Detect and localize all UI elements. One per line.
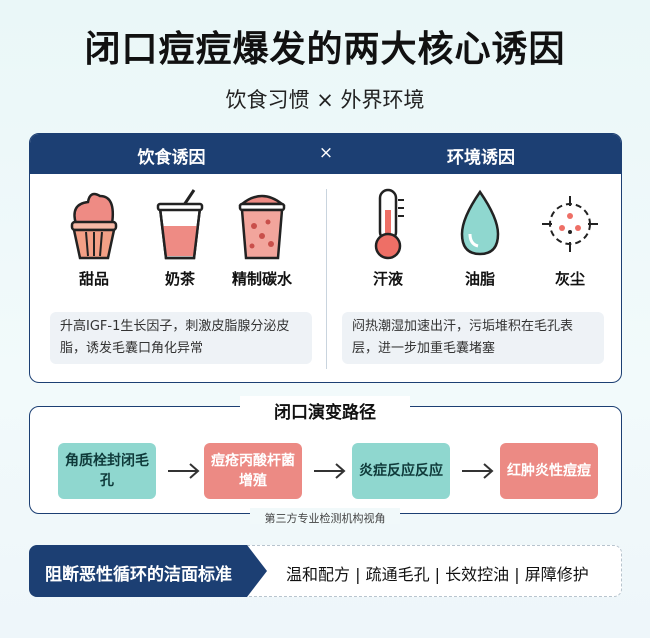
- diet-item-dessert: 甜品: [54, 186, 134, 289]
- diet-section-title: 饮食诱因: [137, 148, 206, 168]
- standard-items: 温和配方 | 疏通毛孔 | 长效控油 | 屏障修护: [286, 565, 589, 584]
- arrow-right-icon: [168, 463, 200, 479]
- path-title: 闭口演变路径: [274, 403, 376, 423]
- cupcake-icon: [62, 186, 126, 262]
- standard-label: 阻断恶性循环的洁面标准: [45, 565, 232, 585]
- page-title: 闭口痘痘爆发的两大核心诱因: [84, 29, 566, 70]
- path-step-4: 红肿炎性痘痘: [500, 443, 598, 499]
- diet-item-label: 奶茶: [164, 270, 195, 288]
- bubble-drink-icon: [230, 186, 294, 262]
- path-step-2: 痘疮丙酸杆菌增殖: [204, 443, 302, 499]
- path-step-3: 炎症反应反应: [352, 443, 450, 499]
- diet-item-milk-tea: 奶茶: [140, 186, 220, 289]
- dust-target-icon: [538, 186, 602, 262]
- cleansing-standard-bar: 阻断恶性循环的洁面标准 温和配方 | 疏通毛孔 | 长效控油 | 屏障修护: [29, 545, 622, 597]
- environment-note: 闷热潮湿加速出汗，污垢堆积在毛孔表层，进一步加重毛囊堵塞: [342, 312, 604, 364]
- section-divider: [326, 189, 327, 369]
- diet-item-label: 甜品: [78, 270, 109, 288]
- env-item-label: 汗液: [372, 270, 403, 288]
- oil-drop-icon: [448, 186, 512, 262]
- thermometer-icon: [356, 186, 420, 262]
- env-item-dust: 灰尘: [530, 186, 610, 289]
- path-step-1: 角质栓封闭毛孔: [58, 443, 156, 499]
- env-item-label: 灰尘: [554, 270, 585, 288]
- page-subtitle: 饮食习惯 × 外界环境: [225, 88, 425, 112]
- arrow-right-icon: [314, 463, 346, 479]
- env-item-label: 油脂: [464, 270, 495, 288]
- footnote: 第三方专业检测机构视角: [264, 512, 386, 525]
- factors-card: 饮食诱因 × 环境诱因 甜品 奶茶: [29, 133, 622, 383]
- diet-item-refined-carbs: 精制碳水: [222, 186, 302, 289]
- factors-header: 饮食诱因 × 环境诱因: [30, 134, 621, 174]
- environment-section-title: 环境诱因: [447, 148, 515, 168]
- cross-symbol: ×: [318, 143, 334, 163]
- arrow-right-icon: [462, 463, 494, 479]
- standard-label-tag: 阻断恶性循环的洁面标准: [29, 545, 267, 597]
- diet-item-label: 精制碳水: [231, 270, 292, 288]
- evolution-path-card: 角质栓封闭毛孔 痘疮丙酸杆菌增殖 炎症反应反应 红肿炎性痘痘: [29, 406, 622, 514]
- diet-note: 升高IGF-1生长因子，刺激皮脂腺分泌皮脂，诱发毛囊口角化异常: [50, 312, 312, 364]
- milk-tea-icon: [148, 186, 212, 262]
- env-item-sweat: 汗液: [348, 186, 428, 289]
- env-item-oil: 油脂: [440, 186, 520, 289]
